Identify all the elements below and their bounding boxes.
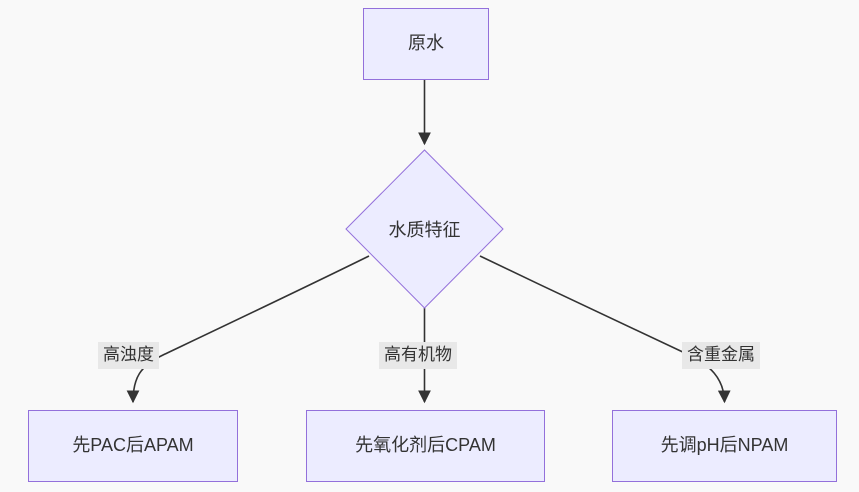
- node-outcome-organic: 先氧化剂后CPAM: [306, 410, 545, 482]
- edge-label-turbidity: 高浊度: [98, 342, 159, 369]
- node-decision: 水质特征: [388, 220, 461, 240]
- node-outcome-metal: 先调pH后NPAM: [612, 410, 837, 482]
- edge-decision-to-metal: [479, 255, 731, 404]
- decision-diamond-shape: [345, 149, 504, 309]
- edge-decision-to-turbidity: [126, 255, 370, 404]
- node-outcome-turbidity: 先PAC后APAM: [28, 410, 238, 482]
- edge-label-organic: 高有机物: [379, 342, 457, 369]
- node-source: 原水: [363, 8, 489, 80]
- edge-label-metal: 含重金属: [682, 342, 760, 369]
